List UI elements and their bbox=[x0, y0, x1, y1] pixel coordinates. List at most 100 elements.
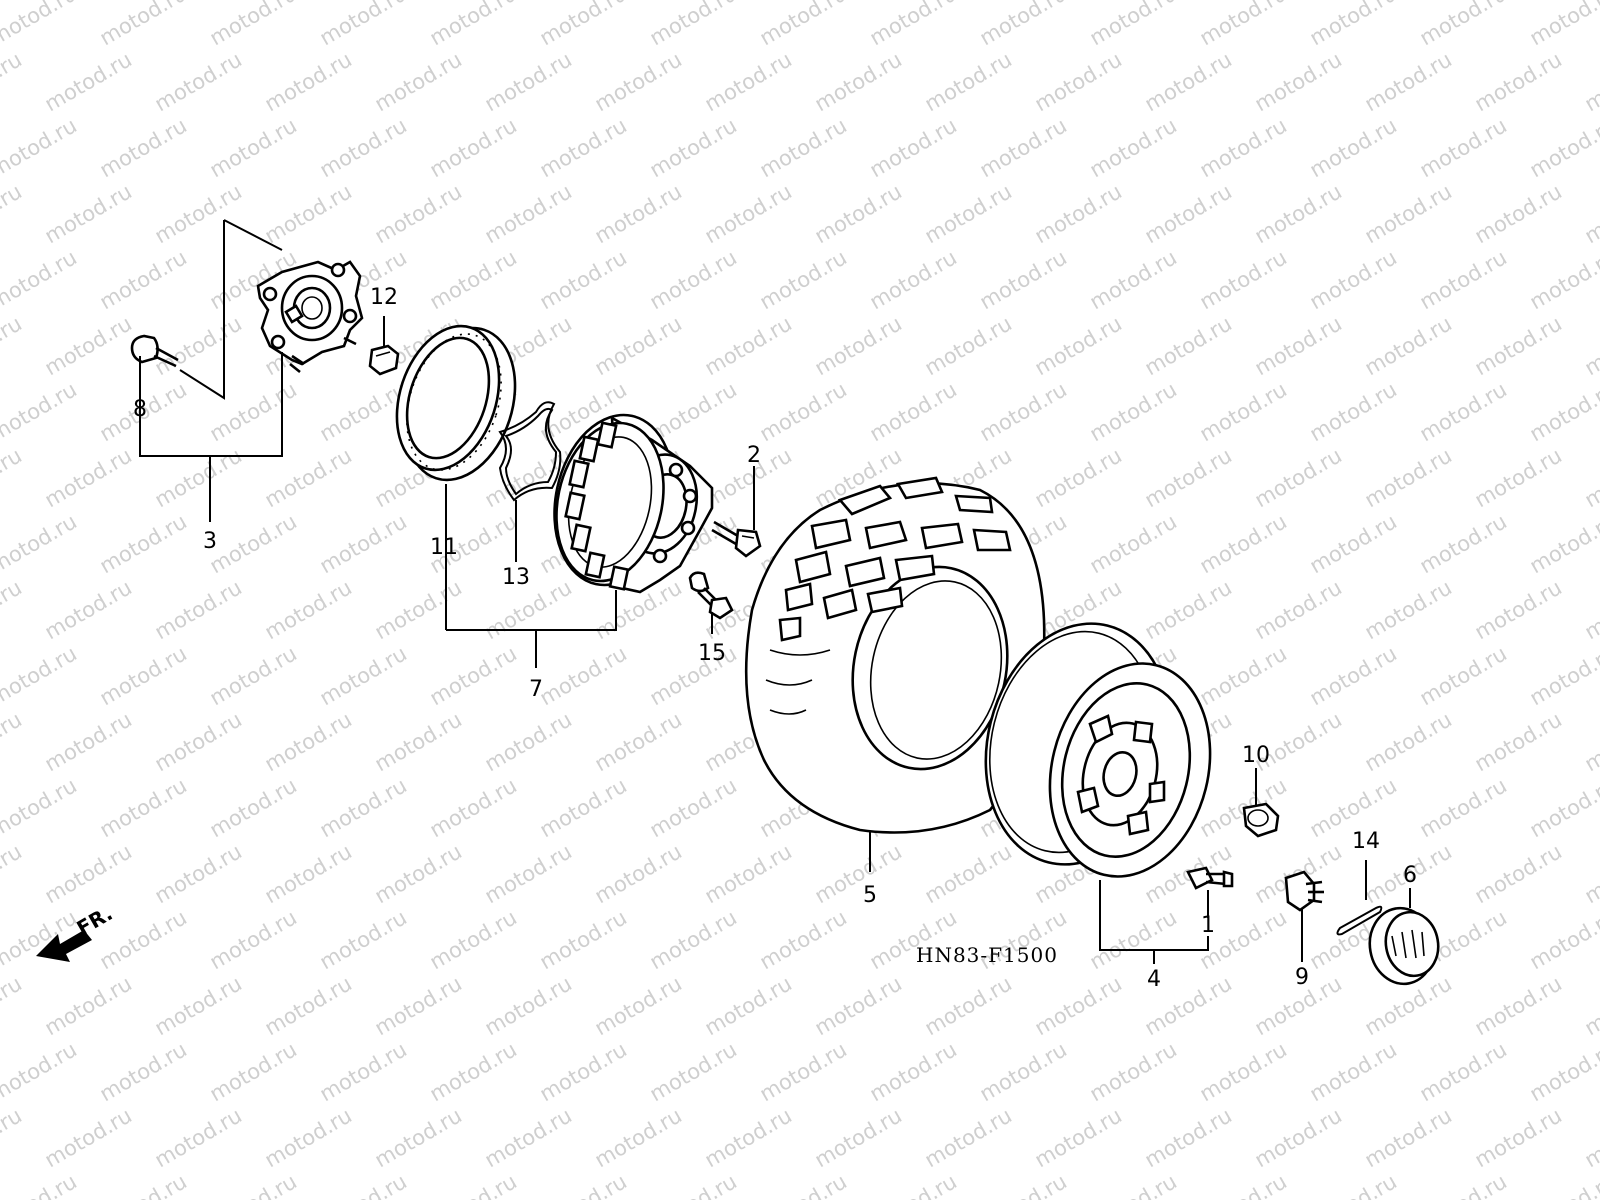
watermark-text: motod.ru bbox=[646, 1037, 741, 1106]
watermark-text: motod.ru bbox=[866, 1169, 961, 1200]
callout-15: 15 bbox=[698, 641, 726, 666]
watermark-text: motod.ru bbox=[756, 245, 851, 314]
callout-9: 9 bbox=[1295, 965, 1309, 990]
callout-2: 2 bbox=[747, 443, 761, 468]
callout-11: 11 bbox=[430, 535, 458, 560]
watermark-text: motod.ru bbox=[811, 971, 906, 1040]
callout-14: 14 bbox=[1352, 829, 1380, 854]
watermark-text: motod.ru bbox=[1086, 509, 1181, 578]
watermark-text: motod.ru bbox=[921, 179, 1016, 248]
watermark-text: motod.ru bbox=[536, 113, 631, 182]
watermark-text: motod.ru bbox=[206, 905, 301, 974]
watermark-text: motod.ru bbox=[371, 1103, 466, 1172]
watermark-text: motod.ru bbox=[1251, 47, 1346, 116]
watermark-text: motod.ru bbox=[0, 0, 81, 50]
watermark-text: motod.ru bbox=[1526, 509, 1600, 578]
bolt-8 bbox=[130, 334, 179, 368]
watermark-text: motod.ru bbox=[811, 839, 906, 908]
watermark-text: motod.ru bbox=[206, 1169, 301, 1200]
watermark-text: motod.ru bbox=[426, 113, 521, 182]
watermark-text: motod.ru bbox=[1196, 113, 1291, 182]
watermark-text: motod.ru bbox=[1251, 443, 1346, 512]
watermark-text: motod.ru bbox=[1141, 1103, 1236, 1172]
watermark-text: motod.ru bbox=[756, 1037, 851, 1106]
watermark-text: motod.ru bbox=[151, 839, 246, 908]
watermark-text: motod.ru bbox=[96, 245, 191, 314]
wheel-nut-10 bbox=[1242, 802, 1280, 838]
watermark-text: motod.ru bbox=[96, 1169, 191, 1200]
watermark-text: motod.ru bbox=[261, 47, 356, 116]
watermark-text: motod.ru bbox=[591, 971, 686, 1040]
watermark-text: motod.ru bbox=[756, 1169, 851, 1200]
watermark-text: motod.ru bbox=[0, 113, 81, 182]
watermark-text: motod.ru bbox=[591, 311, 686, 380]
watermark-text: motod.ru bbox=[1526, 1169, 1600, 1200]
watermark-text: motod.ru bbox=[1031, 1103, 1126, 1172]
o-ring-13 bbox=[498, 401, 562, 502]
watermark-text: motod.ru bbox=[1581, 839, 1600, 908]
watermark-text: motod.ru bbox=[646, 905, 741, 974]
watermark-text: motod.ru bbox=[0, 443, 26, 512]
castle-nut-9 bbox=[1284, 870, 1324, 912]
watermark-text: motod.ru bbox=[371, 707, 466, 776]
watermark-text: motod.ru bbox=[0, 179, 26, 248]
watermark-text: motod.ru bbox=[261, 443, 356, 512]
watermark-text: motod.ru bbox=[1141, 311, 1236, 380]
watermark-text: motod.ru bbox=[591, 839, 686, 908]
watermark-text: motod.ru bbox=[1471, 707, 1566, 776]
watermark-text: motod.ru bbox=[591, 707, 686, 776]
watermark-text: motod.ru bbox=[976, 0, 1071, 50]
watermark-text: motod.ru bbox=[1361, 575, 1456, 644]
watermark-text: motod.ru bbox=[261, 707, 356, 776]
watermark-text: motod.ru bbox=[1196, 1037, 1291, 1106]
watermark-text: motod.ru bbox=[921, 971, 1016, 1040]
oil-seal-11 bbox=[395, 324, 517, 482]
watermark-text: motod.ru bbox=[0, 1103, 26, 1172]
watermark-text: motod.ru bbox=[1141, 47, 1236, 116]
watermark-text: motod.ru bbox=[371, 575, 466, 644]
watermark-text: motod.ru bbox=[316, 113, 411, 182]
watermark-text: motod.ru bbox=[1526, 641, 1600, 710]
watermark-text: motod.ru bbox=[41, 179, 136, 248]
watermark-text: motod.ru bbox=[1416, 1169, 1511, 1200]
watermark-text: motod.ru bbox=[0, 377, 81, 446]
watermark-text: motod.ru bbox=[1471, 839, 1566, 908]
watermark-text: motod.ru bbox=[811, 179, 906, 248]
watermark-text: motod.ru bbox=[41, 707, 136, 776]
watermark-text: motod.ru bbox=[866, 377, 961, 446]
watermark-text: motod.ru bbox=[481, 707, 576, 776]
watermark-text: motod.ru bbox=[426, 773, 521, 842]
watermark-text: motod.ru bbox=[756, 0, 851, 50]
watermark-text: motod.ru bbox=[1581, 179, 1600, 248]
watermark-text: motod.ru bbox=[0, 641, 81, 710]
watermark-text: motod.ru bbox=[1526, 1037, 1600, 1106]
watermark-text: motod.ru bbox=[591, 47, 686, 116]
watermark-text: motod.ru bbox=[96, 641, 191, 710]
watermark-text: motod.ru bbox=[1526, 773, 1600, 842]
watermark-text: motod.ru bbox=[701, 971, 796, 1040]
watermark-text: motod.ru bbox=[96, 113, 191, 182]
watermark-text: motod.ru bbox=[756, 113, 851, 182]
watermark-text: motod.ru bbox=[371, 839, 466, 908]
brake-drum-7 bbox=[553, 413, 714, 594]
watermark-text: motod.ru bbox=[316, 773, 411, 842]
watermark-text: motod.ru bbox=[1416, 245, 1511, 314]
watermark-text: motod.ru bbox=[1031, 179, 1126, 248]
watermark-text: motod.ru bbox=[921, 311, 1016, 380]
watermark-text: motod.ru bbox=[921, 47, 1016, 116]
watermark-text: motod.ru bbox=[41, 47, 136, 116]
watermark-text: motod.ru bbox=[1251, 179, 1346, 248]
watermark-text: motod.ru bbox=[1526, 0, 1600, 50]
callout-1: 1 bbox=[1201, 913, 1215, 938]
hub-assembly bbox=[256, 260, 364, 374]
watermark-text: motod.ru bbox=[756, 905, 851, 974]
watermark-text: motod.ru bbox=[371, 179, 466, 248]
watermark-text: motod.ru bbox=[1361, 1103, 1456, 1172]
watermark-text: motod.ru bbox=[1526, 377, 1600, 446]
watermark-text: motod.ru bbox=[701, 839, 796, 908]
watermark-text: motod.ru bbox=[206, 773, 301, 842]
watermark-text: motod.ru bbox=[1361, 707, 1456, 776]
watermark-text: motod.ru bbox=[701, 47, 796, 116]
watermark-text: motod.ru bbox=[1306, 641, 1401, 710]
